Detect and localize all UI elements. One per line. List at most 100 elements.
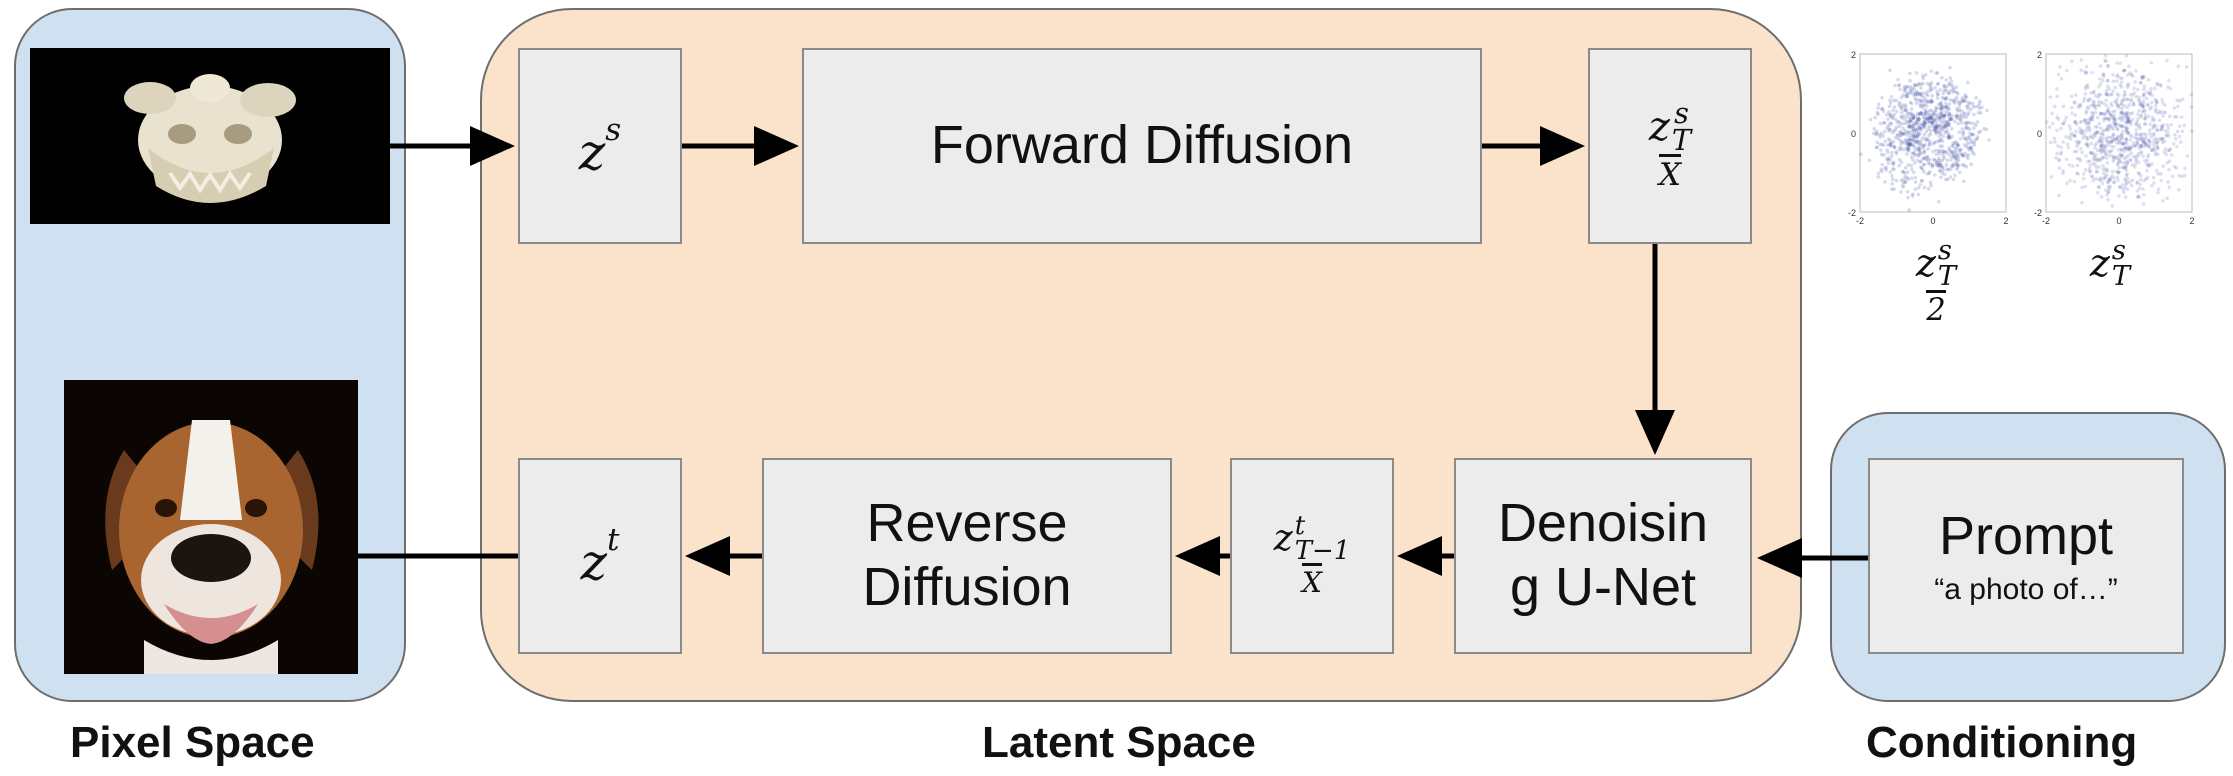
scatter-point (2103, 166, 2108, 171)
scatter-point (1961, 99, 1966, 104)
scatter-point (2142, 117, 2147, 121)
scatter-point (2165, 161, 2170, 165)
skull-photo (30, 48, 390, 224)
scatter-point (2098, 178, 2103, 183)
scatter-point (2104, 152, 2108, 157)
scatter-point (1961, 179, 1966, 184)
scatter-point (1928, 87, 1933, 91)
scatter-point (2091, 114, 2095, 118)
scatter-point (2107, 153, 2112, 158)
scatter-point (1905, 152, 1909, 156)
scatter-point (1966, 146, 1971, 150)
scatter-point (1901, 93, 1906, 97)
scatter-point (2119, 118, 2124, 123)
scatter-point (1894, 178, 1899, 183)
scatter-point (2152, 123, 2156, 127)
scatter-point (1922, 185, 1927, 190)
scatter-point (2158, 83, 2163, 88)
scatter-point (2107, 178, 2111, 182)
scatter-point (2093, 143, 2097, 148)
scatter-point (1917, 123, 1921, 127)
scatter-point (1929, 108, 1934, 113)
scatter-point (2155, 140, 2159, 145)
scatter-point (2142, 140, 2147, 145)
scatter-point (2088, 170, 2093, 174)
scatter-point (2163, 103, 2167, 107)
scatter-point (1906, 129, 1911, 134)
scatter-point (2173, 137, 2178, 141)
scatter-point (2142, 87, 2146, 92)
scatter-point (2088, 97, 2093, 101)
scatter-point (1941, 91, 1945, 96)
scatter-point (1909, 176, 1914, 181)
scatter-point (1909, 119, 1914, 123)
scatter-point (1947, 91, 1951, 96)
scatter-point (1915, 111, 1920, 116)
scatter-point (2160, 97, 2164, 102)
scatter-point (2125, 121, 2129, 125)
scatter-point (1910, 113, 1915, 117)
scatter-point (2101, 148, 2105, 152)
scatter-point (2093, 131, 2098, 135)
scatter-point (1921, 156, 1925, 161)
scatter-point (2132, 102, 2136, 107)
scatter-point (1910, 167, 1914, 172)
scatter-point (1950, 113, 1954, 118)
scatter-point (1937, 126, 1942, 131)
scatter-point (1971, 132, 1976, 137)
scatter-point (1937, 139, 1941, 144)
scatter-point (2097, 92, 2101, 97)
scatter-point (2099, 150, 2104, 155)
scatter-point (1963, 99, 1968, 103)
scatter-point (2113, 124, 2118, 128)
scatter-point (1952, 153, 1956, 158)
scatter-point (1941, 168, 1946, 173)
scatter-point (2114, 100, 2119, 105)
scatter-point (2131, 93, 2135, 97)
scatter-point (1882, 120, 1887, 125)
scatter-point (1889, 144, 1893, 148)
scatter-point (2143, 115, 2148, 120)
scatter-point (1935, 124, 1940, 128)
scatter-point (1886, 161, 1891, 165)
scatter-point (2087, 118, 2091, 122)
scatter-point (2055, 86, 2059, 91)
scatter-point (1939, 132, 1943, 137)
scatter-point (1916, 186, 1921, 190)
scatter-point (1915, 91, 1920, 96)
scatter-point (2165, 123, 2170, 127)
scatter-point (2115, 175, 2120, 180)
scatter-point (1918, 145, 1923, 150)
scatter-point (1893, 145, 1897, 150)
scatter-point (1959, 115, 1964, 119)
scatter-point (2110, 154, 2115, 158)
scatter-point (1929, 100, 1933, 105)
scatter-point (2139, 81, 2143, 85)
scatter-point (1916, 133, 1920, 138)
scatter-point (2090, 117, 2095, 122)
scatter-point (1961, 153, 1965, 158)
scatter-point (2135, 180, 2140, 185)
scatter-point (2055, 128, 2059, 133)
scatter-point (1928, 161, 1932, 166)
scatter-point (1913, 135, 1918, 140)
scatter-point (2094, 141, 2099, 145)
scatter-point (2144, 136, 2148, 140)
scatter-point (2112, 176, 2116, 180)
scatter-point (1934, 160, 1939, 165)
scatter-point (2106, 189, 2111, 194)
scatter-point (1930, 99, 1935, 103)
scatter-point (2163, 147, 2168, 151)
scatter-point (1962, 111, 1967, 115)
scatter-point (1891, 161, 1895, 166)
scatter-point (1885, 125, 1889, 130)
scatter-point (2098, 137, 2103, 142)
scatter-point (2124, 112, 2129, 117)
scatter-point (2083, 86, 2088, 91)
scatter-point (2097, 165, 2101, 169)
scatter-point (2104, 98, 2108, 103)
scatter-point (1959, 112, 1963, 117)
scatter-point (2117, 141, 2121, 145)
scatter-point (1890, 187, 1894, 192)
scatter-point (1920, 178, 1924, 183)
